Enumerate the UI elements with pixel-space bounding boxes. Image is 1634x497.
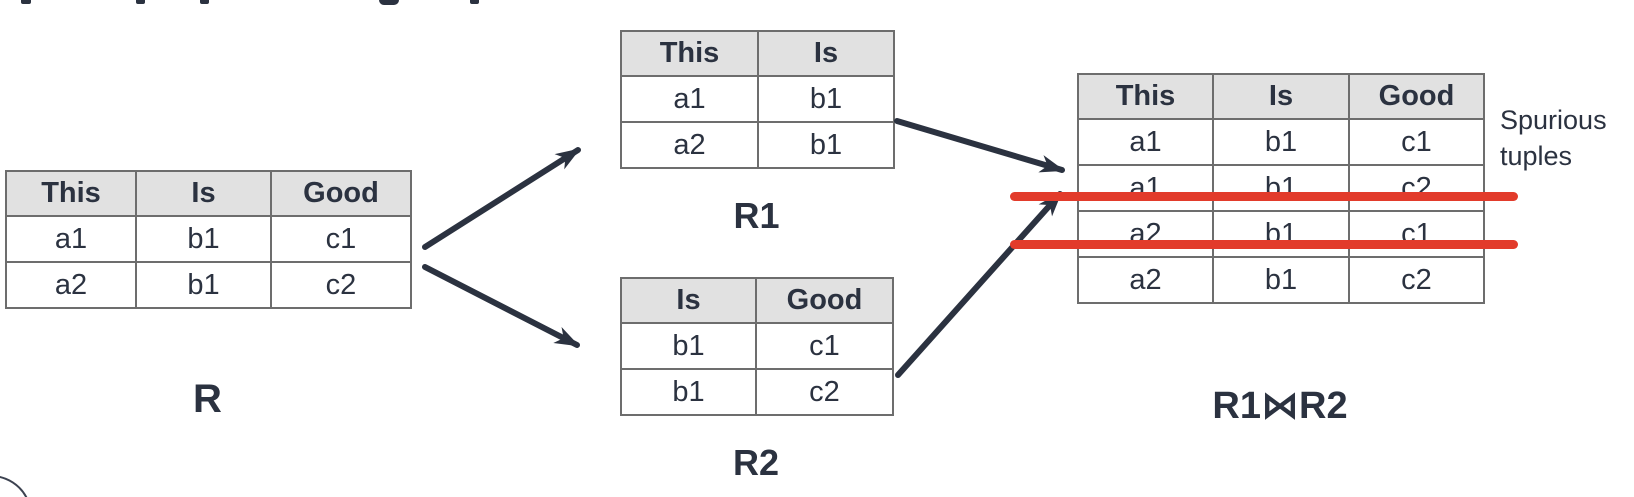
table-row: b1 c2 (620, 368, 894, 416)
table-row: a1 b1 c1 (5, 215, 412, 263)
table-cell: b1 (620, 368, 757, 416)
source-table-r: This Is Good a1 b1 c1 a2 b1 c2 (5, 170, 412, 309)
arrow-r-to-r1 (422, 147, 581, 250)
table-cell: a2 (1077, 210, 1214, 258)
table-header-row: This Is Good (1077, 73, 1485, 120)
table-cell: c2 (270, 261, 412, 309)
table-cell: a1 (1077, 164, 1214, 212)
table-header-row: This Is Good (5, 170, 412, 217)
column-header: This (1077, 73, 1214, 120)
table-row: a2 b1 c2 (5, 261, 412, 309)
column-header: This (620, 30, 759, 77)
column-header: Good (270, 170, 412, 217)
table-row: a2 b1 (620, 121, 895, 169)
table-cell: a1 (1077, 118, 1214, 166)
column-header: Is (620, 277, 757, 324)
corner-circle-decoration (0, 475, 32, 497)
table-cell: c2 (1348, 164, 1485, 212)
table-row: a1 b1 (620, 75, 895, 123)
table-cell: b1 (1212, 118, 1350, 166)
table-cell: b1 (135, 215, 272, 263)
table-cell: b1 (1212, 256, 1350, 304)
cropped-text-fragment (200, 0, 209, 4)
table-cell: a2 (620, 121, 759, 169)
table-r-label: R (193, 377, 222, 421)
table-header-row: Is Good (620, 277, 894, 324)
table-row-spurious: a1 b1 c2 (1077, 164, 1485, 212)
column-header: Good (755, 277, 894, 324)
table-cell: a2 (1077, 256, 1214, 304)
cropped-text-fragment (136, 0, 145, 4)
cropped-text-fragment (470, 0, 479, 4)
table-cell: c2 (1348, 256, 1485, 304)
join-result-table: This Is Good a1 b1 c1 a1 b1 c2 a2 b1 c1 … (1077, 73, 1485, 304)
table-cell: b1 (757, 75, 895, 123)
table-cell: c1 (270, 215, 412, 263)
table-r2-label: R2 (732, 442, 780, 483)
spurious-strike-line (1010, 192, 1518, 201)
arrow-r1-to-join (894, 118, 1065, 173)
column-header: Good (1348, 73, 1485, 120)
column-header: Is (757, 30, 895, 77)
decomposed-table-r1: This Is a1 b1 a2 b1 (620, 30, 895, 169)
table-header-row: This Is (620, 30, 895, 77)
column-header: This (5, 170, 137, 217)
table-cell: c2 (755, 368, 894, 416)
table-cell: a1 (620, 75, 759, 123)
table-row: a2 b1 c2 (1077, 256, 1485, 304)
decomposed-table-r2: Is Good b1 c1 b1 c2 (620, 277, 894, 416)
table-cell: c1 (1348, 118, 1485, 166)
cropped-text-fragment (21, 0, 31, 4)
arrow-r-to-r2 (422, 264, 580, 348)
table-row: b1 c1 (620, 322, 894, 370)
table-row: a1 b1 c1 (1077, 118, 1485, 166)
join-table-label: R1⋈R2 (1212, 385, 1348, 427)
spurious-tuples-annotation: Spurious tuples (1500, 105, 1607, 171)
table-cell: a2 (5, 261, 137, 309)
cropped-text-fragment (379, 0, 399, 5)
table-cell: b1 (135, 261, 272, 309)
table-r1-label: R1 (733, 195, 780, 236)
table-cell: b1 (1212, 210, 1350, 258)
column-header: Is (135, 170, 272, 217)
table-row-spurious: a2 b1 c1 (1077, 210, 1485, 258)
column-header: Is (1212, 73, 1350, 120)
table-cell: c1 (755, 322, 894, 370)
table-cell: b1 (757, 121, 895, 169)
spurious-strike-line (1010, 240, 1518, 249)
table-cell: b1 (620, 322, 757, 370)
table-cell: c1 (1348, 210, 1485, 258)
table-cell: b1 (1212, 164, 1350, 212)
table-cell: a1 (5, 215, 137, 263)
arrow-r2-to-join (895, 191, 1063, 378)
